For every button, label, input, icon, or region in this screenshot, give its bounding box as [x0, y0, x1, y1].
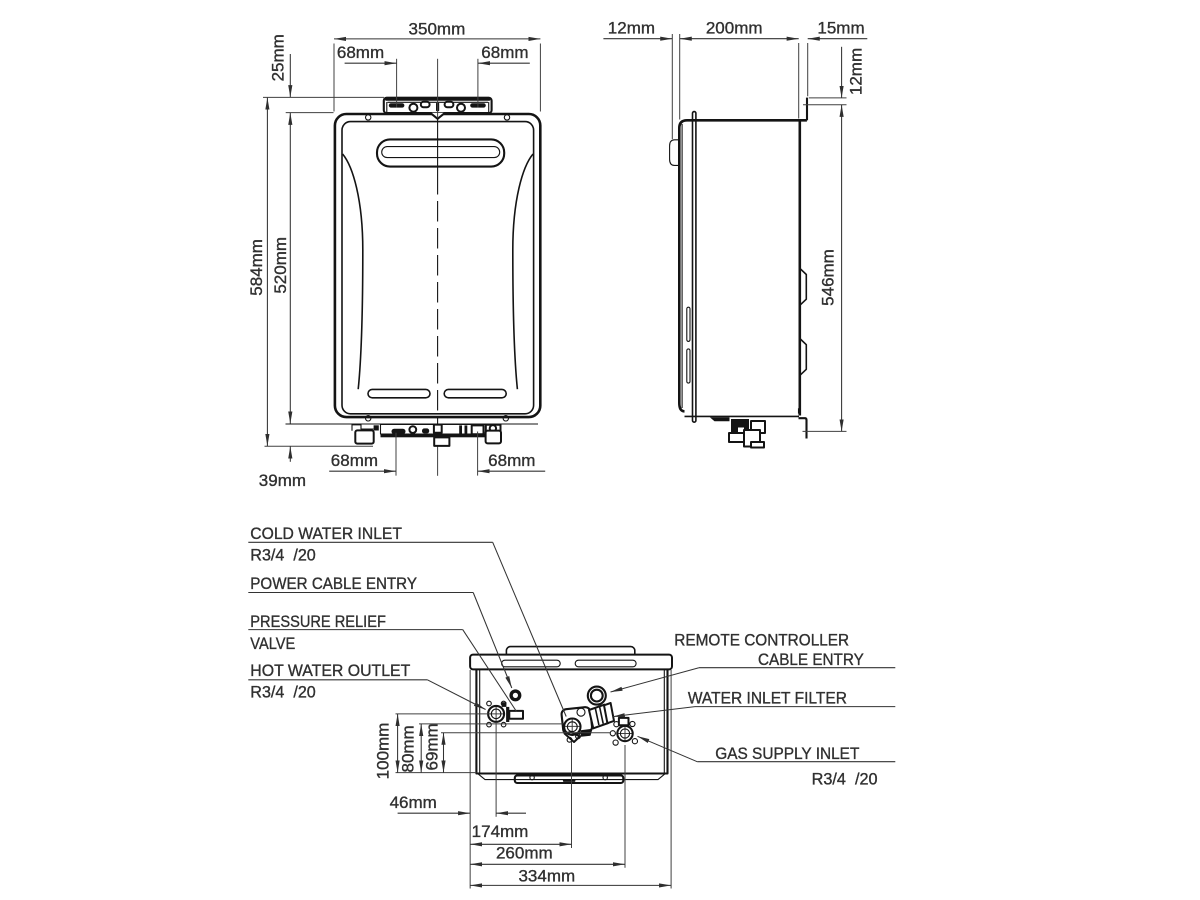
svg-text:12mm: 12mm	[608, 19, 655, 38]
svg-text:WATER INLET FILTER: WATER INLET FILTER	[688, 689, 847, 708]
svg-text:12mm: 12mm	[846, 48, 865, 95]
svg-text:CABLE ENTRY: CABLE ENTRY	[758, 650, 864, 669]
svg-text:100mm: 100mm	[374, 723, 393, 780]
svg-text:68mm: 68mm	[481, 43, 528, 62]
svg-text:HOT WATER OUTLET: HOT WATER OUTLET	[250, 661, 410, 680]
svg-text:174mm: 174mm	[472, 822, 529, 841]
svg-text:15mm: 15mm	[817, 19, 864, 38]
svg-text:REMOTE CONTROLLER: REMOTE CONTROLLER	[674, 630, 849, 649]
svg-text:260mm: 260mm	[496, 843, 553, 862]
svg-text:VALVE: VALVE	[250, 634, 295, 653]
svg-text:68mm: 68mm	[331, 451, 378, 470]
svg-text:R3/4 /20: R3/4 /20	[812, 770, 878, 789]
svg-text:39mm: 39mm	[259, 471, 306, 490]
svg-text:COLD WATER INLET: COLD WATER INLET	[250, 524, 402, 543]
svg-text:GAS SUPPLY INLET: GAS SUPPLY INLET	[715, 744, 859, 763]
svg-text:R3/4 /20: R3/4 /20	[250, 545, 315, 564]
svg-text:520mm: 520mm	[271, 237, 290, 294]
svg-text:68mm: 68mm	[337, 43, 384, 62]
svg-text:546mm: 546mm	[818, 249, 837, 306]
svg-text:R3/4 /20: R3/4 /20	[250, 683, 315, 702]
svg-text:46mm: 46mm	[390, 793, 437, 812]
svg-text:200mm: 200mm	[706, 19, 763, 38]
svg-text:POWER CABLE ENTRY: POWER CABLE ENTRY	[250, 574, 417, 593]
svg-text:350mm: 350mm	[409, 20, 466, 39]
svg-text:69mm: 69mm	[423, 723, 442, 770]
svg-text:584mm: 584mm	[247, 239, 266, 296]
svg-text:PRESSURE RELIEF: PRESSURE RELIEF	[250, 612, 386, 631]
svg-text:25mm: 25mm	[269, 34, 288, 81]
svg-text:334mm: 334mm	[518, 867, 575, 886]
svg-text:80mm: 80mm	[399, 725, 418, 772]
svg-text:68mm: 68mm	[488, 451, 535, 470]
